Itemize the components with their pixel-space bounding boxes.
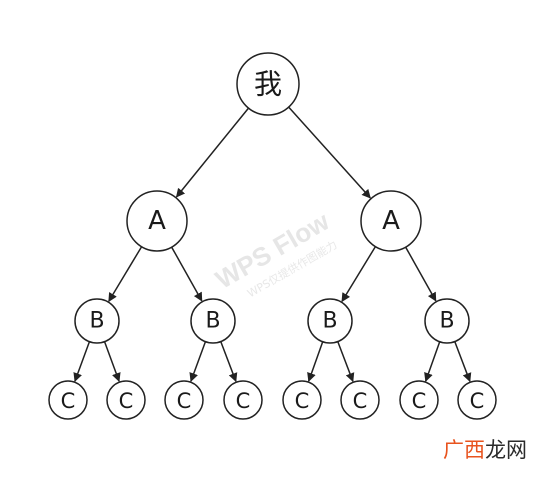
node-a-left-label: A: [148, 206, 166, 236]
node-c-5-circle: [282, 380, 322, 420]
brand-logo: 广西龙网: [443, 434, 527, 464]
node-b-4-circle: [424, 298, 470, 344]
edge-b1-c2: [103, 341, 121, 383]
node-b-2-circle: [190, 298, 236, 344]
node-a-right-circle: [360, 190, 422, 252]
watermark: WPS Flow WPS仅提供作图能力: [210, 205, 339, 300]
node-root: 我: [236, 52, 300, 116]
node-c-1: C: [48, 380, 88, 420]
node-b-4-label: B: [439, 309, 454, 334]
brand-logo-part-a: 广西: [443, 438, 485, 462]
edge-b1-c1: [73, 341, 91, 383]
node-c-1-label: C: [61, 389, 76, 413]
node-c-2-circle: [106, 380, 146, 420]
node-c-4: C: [223, 380, 263, 420]
node-c-5: C: [282, 380, 322, 420]
node-b-4: B: [424, 298, 470, 344]
edge-b4-c8: [454, 341, 472, 383]
node-b-1: B: [74, 298, 120, 344]
edge-b2-c3: [189, 341, 207, 383]
node-b-3-circle: [307, 298, 353, 344]
node-c-3-circle: [164, 380, 204, 420]
node-c-1-circle: [48, 380, 88, 420]
node-c-6-label: C: [353, 389, 368, 413]
node-c-7: C: [399, 380, 439, 420]
node-a-right: A: [360, 190, 422, 252]
tree-edges: [73, 106, 472, 383]
edge-a1-b1: [108, 246, 143, 303]
node-c-6-circle: [340, 380, 380, 420]
node-c-2: C: [106, 380, 146, 420]
node-b-1-circle: [74, 298, 120, 344]
node-c-8-label: C: [470, 389, 485, 413]
edge-b3-c5: [307, 341, 324, 382]
edge-b3-c6: [337, 341, 355, 383]
node-b-2-label: B: [205, 309, 220, 334]
node-b-1-label: B: [89, 309, 104, 334]
edge-b2-c4: [220, 341, 238, 383]
brand-logo-part-b: 龙网: [485, 438, 527, 462]
edge-b4-c7: [424, 341, 441, 382]
node-root-circle: [236, 52, 300, 116]
node-b-2: B: [190, 298, 236, 344]
node-c-3: C: [164, 380, 204, 420]
edge-a2-b3: [341, 246, 377, 303]
node-c-8: C: [457, 380, 497, 420]
node-b-3: B: [307, 298, 353, 344]
node-c-6: C: [340, 380, 380, 420]
node-c-4-circle: [223, 380, 263, 420]
node-c-5-label: C: [295, 389, 310, 413]
node-c-4-label: C: [236, 389, 251, 413]
edge-a1-b2: [171, 246, 203, 302]
node-c-2-label: C: [119, 389, 134, 413]
node-c-3-label: C: [177, 389, 192, 413]
node-c-7-circle: [399, 380, 439, 420]
node-c-8-circle: [457, 380, 497, 420]
node-root-label: 我: [254, 68, 282, 101]
node-c-7-label: C: [412, 389, 427, 413]
node-a-left-circle: [126, 190, 188, 252]
edge-root-a1: [175, 107, 250, 198]
edge-a2-b4: [405, 246, 437, 302]
node-a-right-label: A: [382, 206, 400, 236]
node-a-left: A: [126, 190, 188, 252]
node-b-3-label: B: [322, 309, 337, 334]
edge-root-a2: [288, 106, 371, 199]
